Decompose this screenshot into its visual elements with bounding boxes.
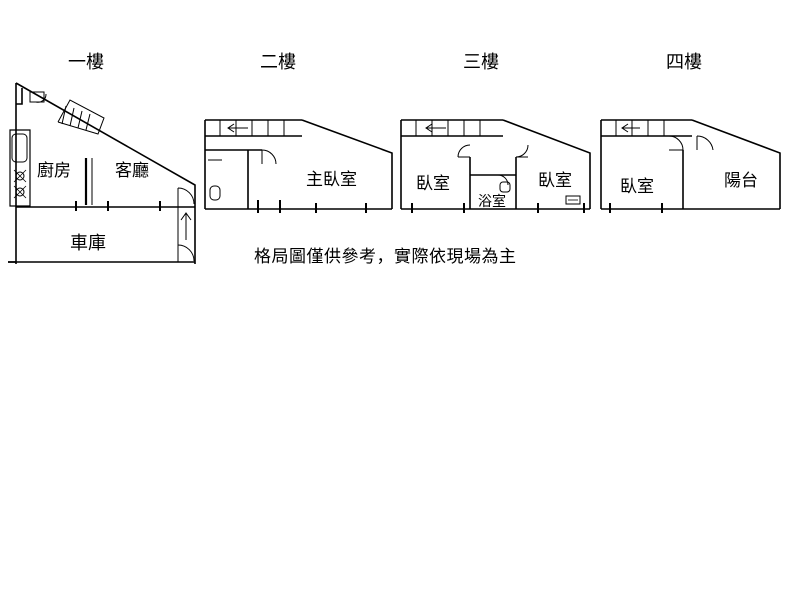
room-label-bedroom-3f-left: 臥室: [416, 174, 450, 194]
floor-1-plan: [8, 83, 195, 264]
floor-2-title: 二樓: [260, 52, 296, 73]
floor-3-title: 三樓: [463, 52, 499, 73]
room-label-master-bedroom: 主臥室: [306, 170, 357, 190]
room-label-garage: 車庫: [70, 233, 106, 254]
floor-4-plan: [601, 120, 780, 213]
floor-3-plan: [401, 120, 590, 213]
room-label-bedroom-4f: 臥室: [620, 177, 654, 197]
room-label-bedroom-3f-right: 臥室: [538, 171, 572, 191]
room-label-balcony: 陽台: [724, 171, 758, 191]
floor-4-title: 四樓: [666, 52, 702, 73]
floor-2-plan: [205, 120, 392, 213]
floor-1-title: 一樓: [68, 52, 104, 73]
room-label-bathroom: 浴室: [478, 194, 506, 210]
disclaimer-note: 格局圖僅供參考，實際依現場為主: [254, 247, 517, 267]
room-label-living-room: 客廳: [115, 161, 149, 181]
room-label-kitchen: 廚房: [37, 161, 71, 181]
